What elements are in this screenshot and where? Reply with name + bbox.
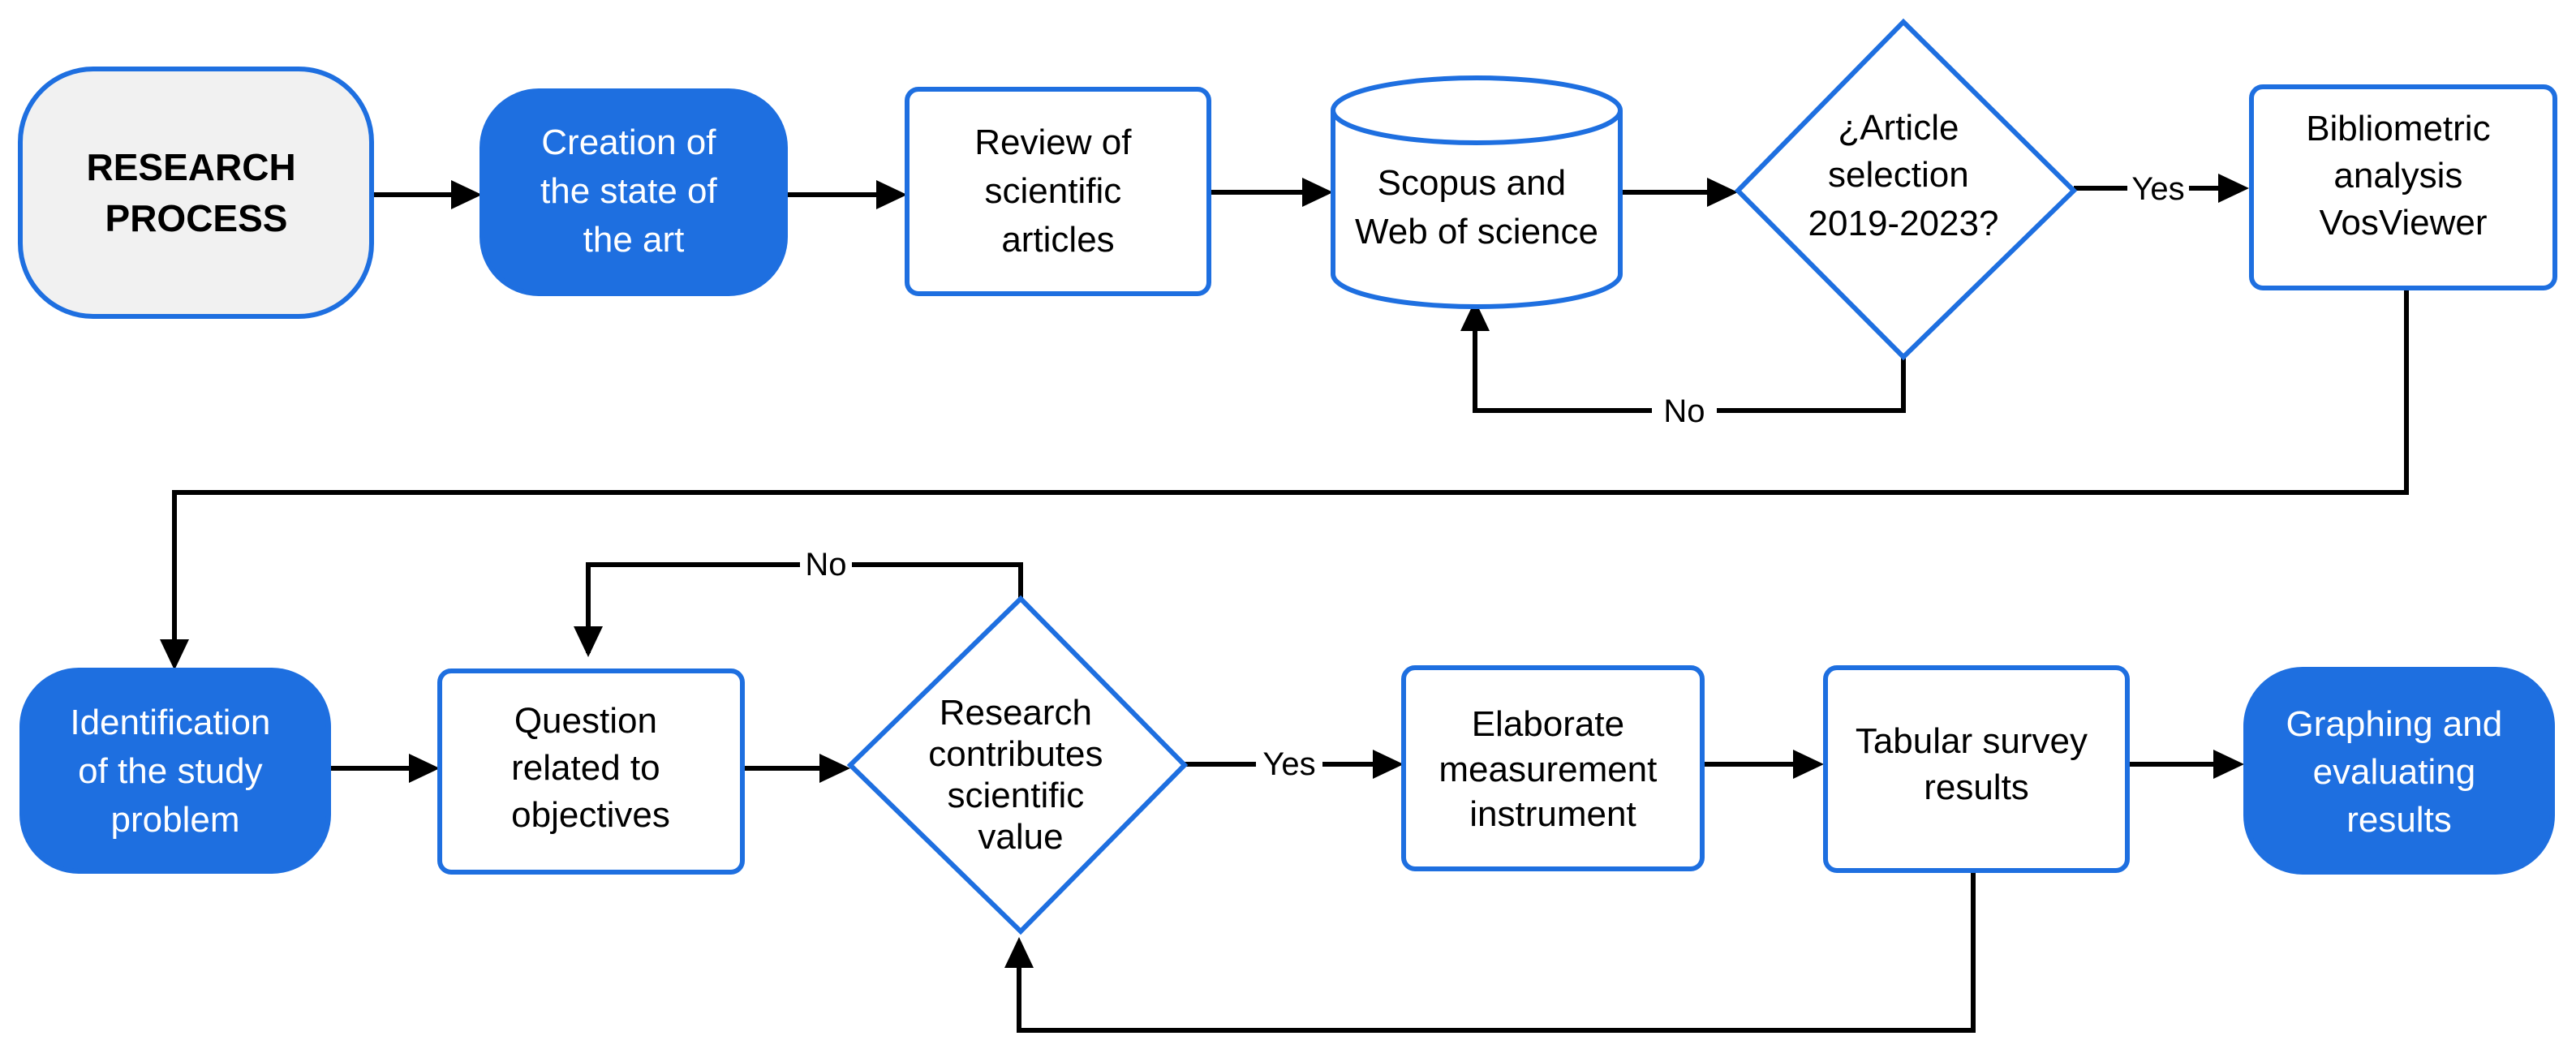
node-tabular-results [1823,665,2130,873]
edge-value-no-loop-b [586,562,800,653]
arrowhead-right [819,754,850,783]
arrowhead-right [451,180,482,209]
edge-tabular-loop-to-value [1017,870,1976,1033]
node-question-objectives [437,669,745,875]
label-identification-problem: Identification of the study problem [70,703,280,840]
arrowhead-right [409,754,440,783]
arrowhead-right [1793,750,1824,779]
arrowhead-right [1373,750,1404,779]
label-review-articles: Review of scientific articles [974,123,1141,260]
edge-label-selection-yes: Yes [2131,171,2184,207]
arrowhead-down [160,639,189,670]
edge-value-no-loop-a [852,562,1023,599]
label-question-objectives: Question related to objectives [511,701,670,835]
edge-label-value-yes: Yes [1262,746,1315,782]
node-graphing-results [2243,667,2555,875]
arrowhead-right [1302,178,1333,207]
node-research-process [18,67,374,319]
edge-label-selection-no: No [1663,393,1705,429]
edge-selection-no-loop-b [1473,323,1652,413]
label-elaborate-instrument: Elaborate measurement instrument [1439,704,1666,834]
label-article-selection: ¿Article selection 2019-2023? [1808,108,1999,243]
edge-bibliometric-to-identification [172,288,2409,649]
arrowhead-right [876,180,907,209]
node-bibliometric [2249,84,2557,290]
label-tabular-results: Tabular survey results [1856,721,2097,807]
label-scopus-wos: Scopus and Web of science [1355,163,1598,252]
node-creation-state-of-art [480,88,788,296]
label-creation-state-of-art: Creation of the state of the art [540,123,727,260]
node-identification-problem [19,668,331,874]
arrowhead-down [574,626,603,657]
node-review-articles [905,87,1211,296]
label-bibliometric: Bibliometric analysis VosViewer [2306,109,2501,243]
node-scopus-wos [1331,75,1623,309]
arrowhead-right [2218,174,2249,203]
arrow-heads [160,174,2249,968]
node-article-selection [1734,18,2078,361]
arrowhead-right [2213,750,2244,779]
connectors [172,186,2409,1033]
label-graphing-results: Graphing and evaluating results [2286,704,2513,840]
arrowhead-right [1707,178,1738,207]
edge-label-value-no: No [805,547,846,583]
arrowhead-up [1004,937,1034,968]
cylinder-top [1331,75,1623,145]
node-elaborate-instrument [1401,665,1705,871]
cylinder-body [1331,110,1623,309]
arrowhead-up [1460,300,1490,331]
label-contributes-value: Research contributes scientific value [928,693,1112,857]
label-research-process: RESEARCH PROCESS [87,146,307,239]
node-contributes-value [846,595,1189,935]
edge-selection-no-loop-a [1717,357,1906,413]
